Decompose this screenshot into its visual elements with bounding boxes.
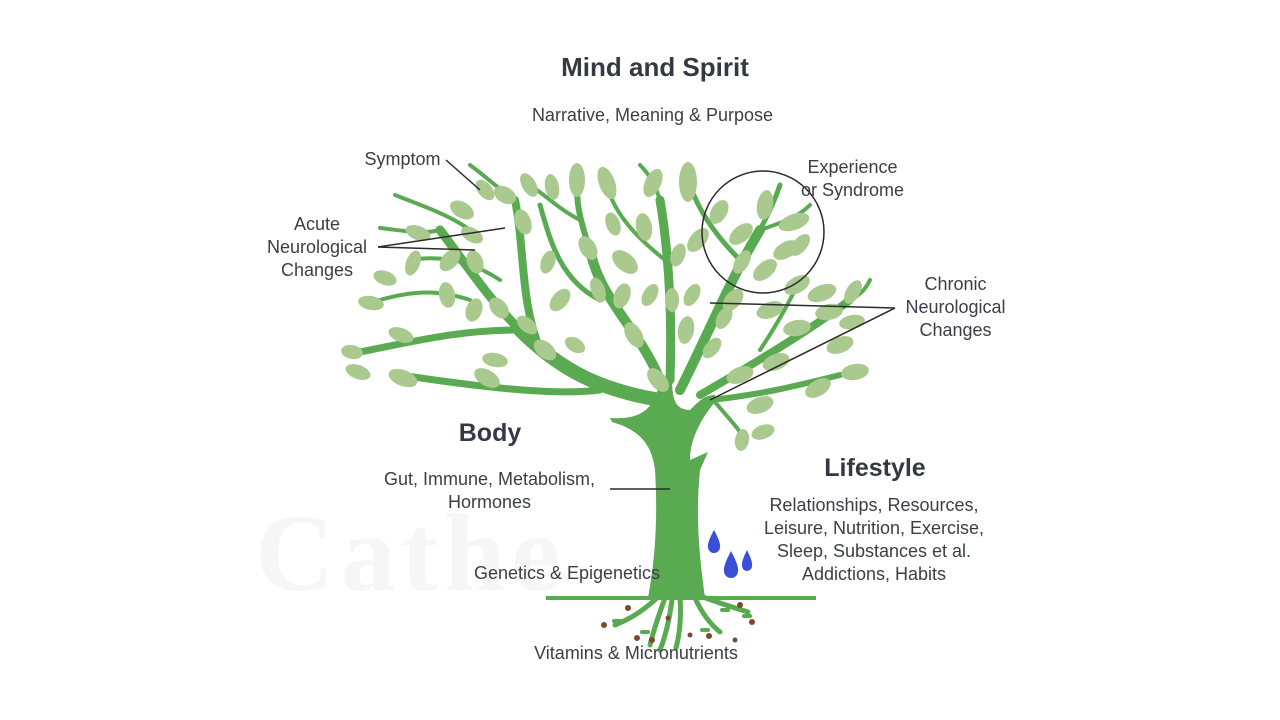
page-subtitle: Narrative, Meaning & Purpose [531, 105, 774, 125]
roots [612, 592, 751, 653]
annotation-lines [377, 159, 896, 490]
chronic-neurological-changes-label: Chronic Neurological Changes [905, 274, 1006, 340]
experience-syndrome-label: Experience or Syndrome [800, 157, 905, 200]
symptom-label: Symptom [364, 149, 441, 169]
genetics-epigenetics-label: Genetics & Epigenetics [473, 563, 661, 583]
soil-dashes [612, 608, 752, 634]
page-title: Mind and Spirit [561, 52, 749, 82]
water-drops [707, 530, 753, 578]
soil-dots [601, 602, 755, 643]
lifestyle-heading: Lifestyle [824, 454, 926, 482]
acute-pointer-2 [377, 246, 476, 251]
tree-leaves [341, 162, 869, 451]
water-drop-1 [707, 530, 721, 553]
vitamins-micronutrients-label: Vitamins & Micronutrients [534, 643, 738, 663]
acute-neurological-changes-label: Acute Neurological Changes [266, 214, 368, 280]
water-drop-3 [741, 550, 753, 571]
lifestyle-detail-label: Relationships, Resources, Leisure, Nutri… [763, 495, 985, 584]
acute-pointer-1 [377, 227, 506, 248]
chronic-pointer-1 [709, 302, 896, 309]
experience-circle [701, 170, 825, 294]
body-detail-label: Gut, Immune, Metabolism, Hormones [383, 469, 596, 512]
chronic-pointer-2 [709, 307, 896, 401]
water-drop-2 [723, 551, 739, 578]
symptom-pointer [445, 159, 481, 191]
body-heading: Body [458, 419, 522, 447]
